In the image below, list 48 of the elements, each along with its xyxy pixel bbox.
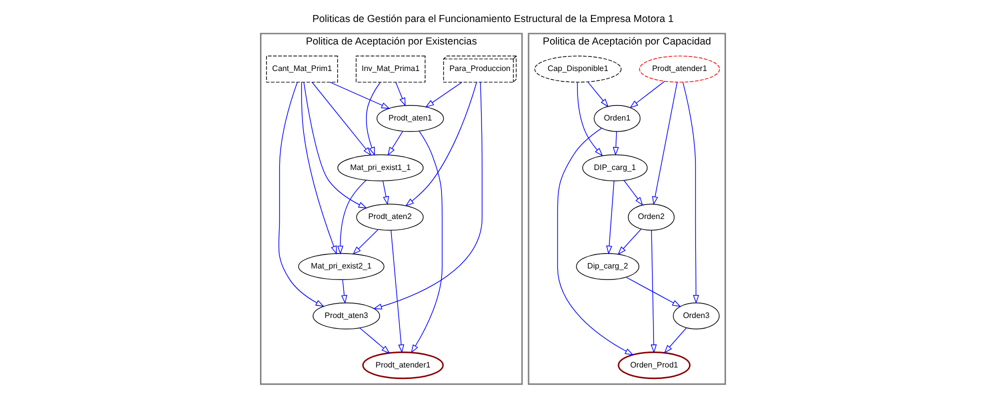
arrow xyxy=(337,180,366,255)
node-ellipse: Orden1 xyxy=(594,105,641,132)
arrow xyxy=(312,82,372,156)
arrow xyxy=(650,230,657,354)
node-ellipse: DIP_carg_1 xyxy=(582,154,648,182)
node-ellipse: Prodt_atender1 xyxy=(362,351,444,380)
arrow xyxy=(425,82,462,108)
arrow xyxy=(278,82,324,307)
arrow xyxy=(612,131,619,156)
node-box: Cant_Mat_Prim1 xyxy=(266,56,338,83)
arrow xyxy=(557,128,634,356)
arrow xyxy=(652,82,678,206)
arrow xyxy=(587,82,609,108)
arrow xyxy=(366,82,381,156)
node-box: Inv_Mat_Prima1 xyxy=(356,56,426,83)
diagram-title: Politicas de Gestión para el Funcionamiento Estructural de la Empresa Motora 1 xyxy=(312,14,674,26)
arrow xyxy=(576,82,603,156)
arrow xyxy=(395,82,406,106)
node-ellipse: Prodt_aten2 xyxy=(356,204,424,231)
arrow xyxy=(626,276,681,307)
node-ellipse: Orden_Prod1 xyxy=(618,351,691,380)
arrow xyxy=(606,180,614,254)
arrow xyxy=(410,130,443,354)
arrow xyxy=(630,81,665,108)
node-ellipse: Cap_Disponible1 xyxy=(534,56,622,83)
arrow xyxy=(301,82,337,255)
node-ellipse: Orden2 xyxy=(628,204,675,231)
arrow xyxy=(330,82,390,109)
node-ellipse: Mat_pri_exist1_1 xyxy=(337,154,424,182)
arrow xyxy=(618,228,642,255)
arrow xyxy=(388,130,404,156)
arrow xyxy=(624,180,644,206)
arrow xyxy=(382,180,389,206)
node-ellipse: Dip_carg_2 xyxy=(576,253,640,280)
arrow xyxy=(405,82,477,206)
node-ellipse: Mat_pri_exist2_1 xyxy=(298,253,384,280)
arrow xyxy=(341,279,348,304)
arrow xyxy=(682,82,700,304)
arrow xyxy=(359,328,390,354)
node-ellipse: Prodt_aten1 xyxy=(376,105,444,132)
arrow xyxy=(390,230,404,354)
node-ellipse: Prodt_atender1 xyxy=(639,56,720,83)
arrow xyxy=(664,328,687,354)
arrow xyxy=(352,229,379,255)
node-ellipse: Orden3 xyxy=(672,302,720,330)
node-ellipse: Prodt_aten3 xyxy=(312,302,380,330)
arrow xyxy=(373,82,482,310)
arrow xyxy=(303,82,368,208)
